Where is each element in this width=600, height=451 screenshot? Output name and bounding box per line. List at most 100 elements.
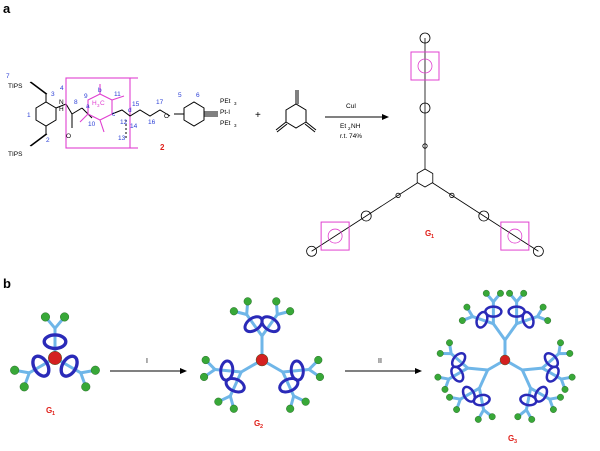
svg-text:PEt: PEt <box>220 120 231 127</box>
svg-text:2: 2 <box>260 424 263 430</box>
end-group-ball <box>557 393 564 401</box>
backbone-rod <box>477 368 490 390</box>
svg-text:8: 8 <box>74 99 78 106</box>
panel-b-label: b <box>3 276 11 291</box>
svg-text:1: 1 <box>431 234 434 240</box>
svg-text:7: 7 <box>6 73 10 80</box>
svg-text:c: c <box>112 111 116 118</box>
backbone-rod <box>466 366 490 372</box>
macrocycle-ring <box>59 354 79 378</box>
end-group-ball <box>446 393 453 401</box>
svg-text:3: 3 <box>234 101 237 106</box>
svg-text:6: 6 <box>196 92 200 99</box>
compound-2-label: 2 <box>160 143 165 152</box>
core-ball <box>48 351 62 365</box>
g1-product-label: G 1 <box>425 229 434 240</box>
svg-text:2: 2 <box>46 137 50 144</box>
end-group-ball <box>272 297 281 306</box>
svg-text:G: G <box>46 406 52 415</box>
g2-model <box>200 297 324 413</box>
macrocycle-ring <box>219 359 235 382</box>
end-group-ball <box>315 372 324 381</box>
macrocycle-ring <box>461 385 477 403</box>
svg-text:13: 13 <box>118 135 126 142</box>
end-group-ball <box>10 365 20 375</box>
end-group-ball <box>436 350 444 357</box>
svg-text:3: 3 <box>97 103 100 108</box>
end-group-ball <box>243 297 252 306</box>
end-group-ball <box>488 413 496 421</box>
svg-text:17: 17 <box>156 99 164 106</box>
generation-arrow-1-label: I <box>146 358 148 365</box>
macrocycle-ring <box>521 310 535 329</box>
generation-arrow-2-label: II <box>378 358 382 365</box>
end-group-ball <box>314 355 323 365</box>
h-atom-label: H <box>59 106 64 113</box>
pillararene-bracket <box>500 221 530 251</box>
svg-text:PEt: PEt <box>220 98 231 105</box>
macrocycle-ring <box>42 333 68 351</box>
plus-sign: + <box>255 110 261 121</box>
pillararene-bracket <box>410 51 440 81</box>
end-group-ball <box>474 416 482 423</box>
core-ball <box>255 353 269 367</box>
end-group-ball <box>520 289 528 297</box>
pillararene-ring <box>327 228 343 244</box>
reaction-arrow <box>325 114 389 120</box>
svg-text:Pt-I: Pt-I <box>220 109 230 116</box>
macrocycle-ring <box>278 376 300 394</box>
g1-arm-backbone <box>311 182 418 252</box>
tips-lower-label: TIPS <box>8 151 23 158</box>
end-group-ball <box>463 303 471 311</box>
svg-text:a: a <box>86 103 90 110</box>
atom-letter-labels: a b c d <box>86 87 132 118</box>
end-group-ball <box>506 289 513 297</box>
end-group-ball <box>528 416 536 423</box>
pillararene-bracket <box>65 77 131 149</box>
end-group-ball <box>229 307 238 316</box>
svg-text:3: 3 <box>51 91 55 98</box>
svg-text:G: G <box>425 229 431 238</box>
macrocycle-ring <box>260 315 281 334</box>
o-atom-label-carbonyl: O <box>66 133 71 140</box>
end-group-ball <box>229 404 238 413</box>
end-group-ball <box>458 317 466 324</box>
pt-center <box>422 143 428 149</box>
svg-text:11: 11 <box>114 91 121 98</box>
n-atom-label: N <box>59 99 64 106</box>
arm-aryl-ring <box>419 102 431 114</box>
pt-center <box>449 192 455 198</box>
terminal-aryl-ring <box>306 245 318 257</box>
atom-number-labels: 1 2 3 4 5 6 7 8 9 10 11 12 13 14 15 16 1… <box>6 73 200 144</box>
g1-product-structure <box>306 32 544 257</box>
svg-text:1: 1 <box>27 112 31 119</box>
g1-core-benzene <box>416 168 434 188</box>
pillararene-bracket <box>320 221 350 251</box>
svg-text:14: 14 <box>130 123 138 130</box>
tips-upper-label: TIPS <box>8 83 23 90</box>
end-group-ball <box>201 355 210 365</box>
terminal-aryl-ring <box>532 245 544 257</box>
svg-text:12: 12 <box>120 119 128 126</box>
aryl-ring-right <box>183 101 205 127</box>
macrocycle-ring <box>545 365 560 383</box>
aryl-ring-left <box>35 101 57 127</box>
svg-text:16: 16 <box>148 119 156 126</box>
end-group-ball <box>497 289 504 297</box>
end-group-ball <box>19 382 29 392</box>
end-group-ball <box>550 406 557 413</box>
g2-label: G 2 <box>254 419 263 430</box>
arm-aryl-ring <box>360 210 372 222</box>
pt-complex-label: PEt 3 Pt-I PEt 3 <box>220 98 237 128</box>
compound-2-structure <box>29 77 218 149</box>
end-group-ball <box>81 382 91 392</box>
end-group-ball <box>453 406 460 413</box>
end-group-ball <box>561 386 569 393</box>
end-group-ball <box>286 307 295 316</box>
end-group-ball <box>446 339 453 347</box>
o-atom-label-ether: O <box>164 113 169 120</box>
macrocycle-ring <box>519 393 538 407</box>
macrocycle-ring <box>450 352 467 369</box>
reaction-conditions: r.t. 74% <box>340 133 362 140</box>
